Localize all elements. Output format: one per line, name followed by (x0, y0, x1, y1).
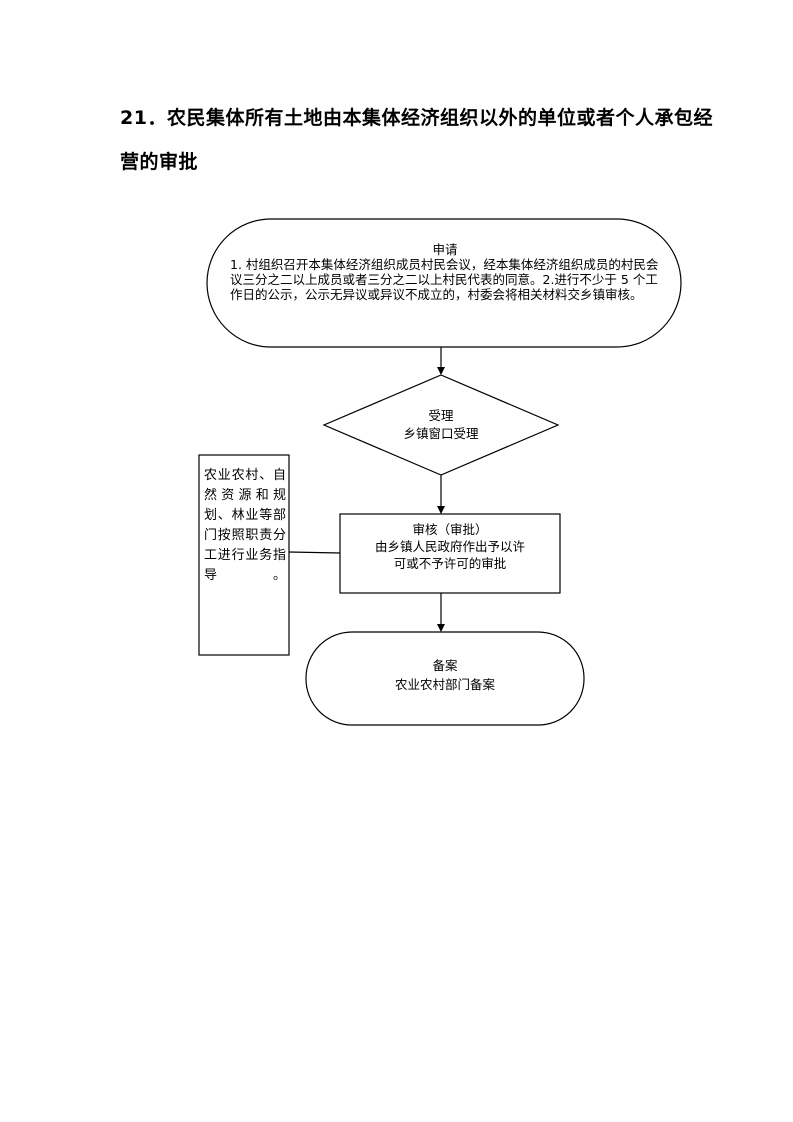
connector-guidance-to-review (288, 551, 341, 554)
accept-body: 乡镇窗口受理 (403, 426, 479, 441)
apply-heading: 申请 (432, 242, 458, 257)
guidance-text: 农业农村、自然资源和规划、林业等部门按照职责分工进行业务指导。 (204, 468, 286, 583)
review-node-shape (339, 513, 561, 594)
page-title: 21．农民集体所有土地由本集体经济组织以外的单位或者个人承包经营的审批 (120, 107, 713, 173)
guidance-box-shape (198, 454, 290, 656)
apply-node-shape (206, 218, 682, 348)
review-body: 由乡镇人民政府作出予以许可或不予许可的审批 (374, 539, 525, 571)
review-heading: 审核（审批） (412, 522, 488, 537)
apply-node: 申请 1. 村组织召开本集体经济组织成员村民会议，经本集体经济组织成员的村民会议… (230, 242, 660, 302)
record-node: 备案 农业农村部门备案 (326, 656, 564, 694)
review-node: 审核（审批） 由乡镇人民政府作出予以许可或不予许可的审批 (352, 521, 548, 572)
accept-node: 受理 乡镇窗口受理 (361, 407, 521, 443)
accept-heading: 受理 (428, 408, 454, 423)
apply-body: 1. 村组织召开本集体经济组织成员村民会议，经本集体经济组织成员的村民会议三分之… (230, 257, 659, 302)
record-body: 农业农村部门备案 (394, 677, 495, 692)
record-node-shape (305, 631, 585, 726)
record-heading: 备案 (432, 658, 458, 673)
